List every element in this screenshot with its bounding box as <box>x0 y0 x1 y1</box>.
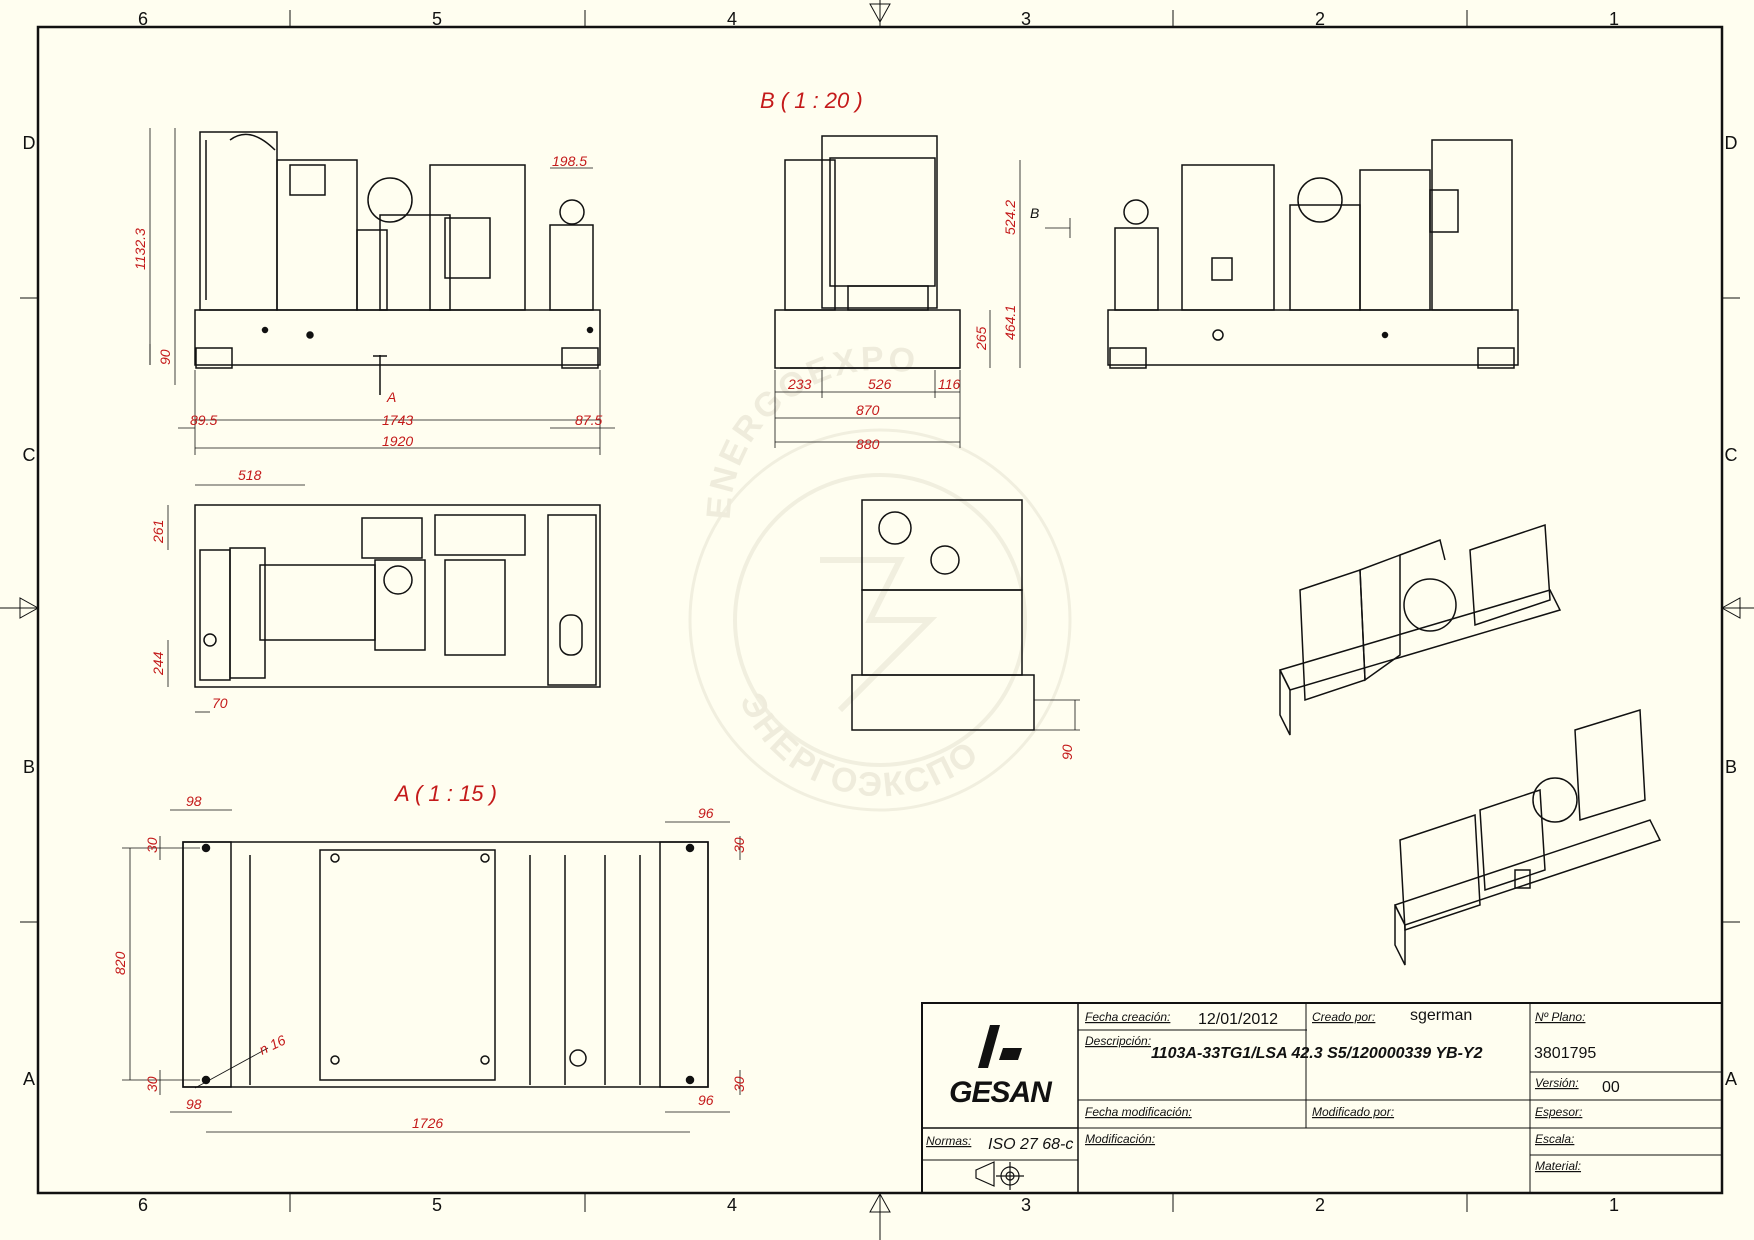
dim-side-inner-width: 870 <box>856 402 880 418</box>
dim-side-lower-height: 464.1 <box>1002 305 1018 340</box>
value-fecha-creacion: 12/01/2012 <box>1198 1011 1278 1028</box>
row-label-left-B: B <box>23 757 35 777</box>
view-a-label: A ( 1 : 15 ) <box>393 781 497 806</box>
logo-text: GESAN <box>949 1076 1053 1109</box>
label-material: Material: <box>1535 1159 1581 1173</box>
value-version: 00 <box>1602 1079 1620 1096</box>
row-label-left-A: A <box>23 1069 35 1089</box>
end-view <box>851 499 1035 731</box>
label-modificado-por: Modificado por: <box>1312 1105 1394 1119</box>
value-normas: ISO 27 68-c <box>988 1136 1073 1153</box>
dim-front-tank-width: 198.5 <box>552 153 587 169</box>
col-label-top-6: 6 <box>138 9 148 29</box>
watermark: ENERGOEXPO ЭНЕРГОЭКСПО <box>688 340 1072 812</box>
col-label-bottom-2: 2 <box>1315 1195 1325 1215</box>
value-descripcion: 1103A-33TG1/LSA 42.3 S5/120000339 YB-Y2 <box>1151 1045 1483 1062</box>
dim-top-lower-offset: 244 <box>150 651 166 676</box>
dim-side-total-width: 880 <box>856 436 880 452</box>
dim-base-hole-offset-br: 30 <box>731 1076 747 1092</box>
title-block <box>921 1002 1723 1194</box>
dim-base-hole-span-y: 820 <box>112 951 128 975</box>
rear-elevation-view <box>1107 139 1519 369</box>
zone-column-labels: 6 5 4 3 2 1 6 5 4 3 2 1 <box>138 9 1619 1215</box>
dim-front-span: 1743 <box>382 412 413 428</box>
logo-mark <box>978 1025 1022 1068</box>
row-label-right-A: A <box>1725 1069 1737 1089</box>
section-arrow-b-label: B <box>1030 205 1039 221</box>
isometric-view-front <box>1278 523 1562 736</box>
col-label-top-5: 5 <box>432 9 442 29</box>
dim-base-hole-offset-bl: 30 <box>144 1076 160 1092</box>
watermark-bottom-text: ЭНЕРГОЭКСПО <box>732 687 987 805</box>
dim-side-w2: 526 <box>868 376 892 392</box>
dim-front-total-length: 1920 <box>382 433 413 449</box>
side-elevation-view <box>774 135 961 369</box>
col-label-top-2: 2 <box>1315 9 1325 29</box>
row-label-right-C: C <box>1725 445 1738 465</box>
dim-side-base-height: 265 <box>973 326 989 351</box>
row-label-right-B: B <box>1725 757 1737 777</box>
label-version: Versión: <box>1535 1076 1579 1090</box>
label-espesor: Espesor: <box>1535 1105 1582 1119</box>
side-elevation-dimensions <box>774 160 1071 448</box>
front-elevation-dimensions <box>149 128 615 455</box>
base-frame-dimensions <box>122 809 741 1133</box>
col-label-top-1: 1 <box>1609 9 1619 29</box>
dim-side-upper-height: 524.2 <box>1002 200 1018 235</box>
row-label-left-C: C <box>23 445 36 465</box>
dim-base-hole-diameter: n 16 <box>257 1032 289 1058</box>
base-frame-view <box>182 841 709 1088</box>
col-label-bottom-6: 6 <box>138 1195 148 1215</box>
dim-base-hole-offset-tr: 30 <box>731 837 747 853</box>
col-label-bottom-1: 1 <box>1609 1195 1619 1215</box>
dim-top-upper-offset: 261 <box>150 520 166 544</box>
dim-front-right-offset: 87.5 <box>575 412 602 428</box>
col-label-top-3: 3 <box>1021 9 1031 29</box>
label-fecha-creacion: Fecha creación: <box>1085 1010 1170 1024</box>
dim-base-left-top: 98 <box>186 793 202 809</box>
row-label-right-D: D <box>1725 133 1738 153</box>
plan-view-dimensions <box>167 484 305 713</box>
gesan-logo: GESAN <box>949 1025 1054 1109</box>
dim-rear-base: 90 <box>1059 744 1075 760</box>
dim-side-w1: 233 <box>787 376 812 392</box>
label-escala: Escala: <box>1535 1132 1574 1146</box>
label-modificacion: Modificación: <box>1085 1132 1155 1146</box>
projection-symbol-icon <box>975 1161 1024 1190</box>
label-descripcion: Descripción: <box>1085 1034 1151 1048</box>
dim-front-height: 1132.3 <box>132 228 148 270</box>
section-arrow-a-label: A <box>386 389 396 405</box>
dim-front-left-offset: 89.5 <box>190 412 217 428</box>
dim-top-left-offset: 70 <box>212 695 228 711</box>
isometric-view-rear <box>1393 709 1662 966</box>
plan-view <box>194 504 601 688</box>
dim-base-hole-span-x: 1726 <box>412 1115 443 1131</box>
view-b-label: B ( 1 : 20 ) <box>760 88 863 113</box>
label-fecha-modificacion: Fecha modificación: <box>1085 1105 1192 1119</box>
front-elevation-view <box>194 131 601 395</box>
label-normas: Normas: <box>926 1134 971 1148</box>
zone-row-labels: D C B A D C B A <box>23 133 1738 1089</box>
value-creado-por: sgerman <box>1410 1007 1472 1024</box>
value-plano: 3801795 <box>1534 1045 1596 1062</box>
dim-base-right-top: 96 <box>698 805 714 821</box>
dim-top-radiator-len: 518 <box>238 467 262 483</box>
end-view-dimensions <box>1034 699 1080 731</box>
dim-side-w3: 116 <box>938 376 961 392</box>
row-label-left-D: D <box>23 133 36 153</box>
dim-base-left-bottom: 98 <box>186 1096 202 1112</box>
label-plano: Nº Plano: <box>1535 1010 1585 1024</box>
dim-front-base: 90 <box>157 349 173 365</box>
label-creado-por: Creado por: <box>1312 1010 1375 1024</box>
col-label-bottom-4: 4 <box>727 1195 737 1215</box>
dim-base-hole-offset-tl: 30 <box>144 837 160 853</box>
dim-base-right-bottom: 96 <box>698 1092 714 1108</box>
col-label-top-4: 4 <box>727 9 737 29</box>
col-label-bottom-3: 3 <box>1021 1195 1031 1215</box>
col-label-bottom-5: 5 <box>432 1195 442 1215</box>
